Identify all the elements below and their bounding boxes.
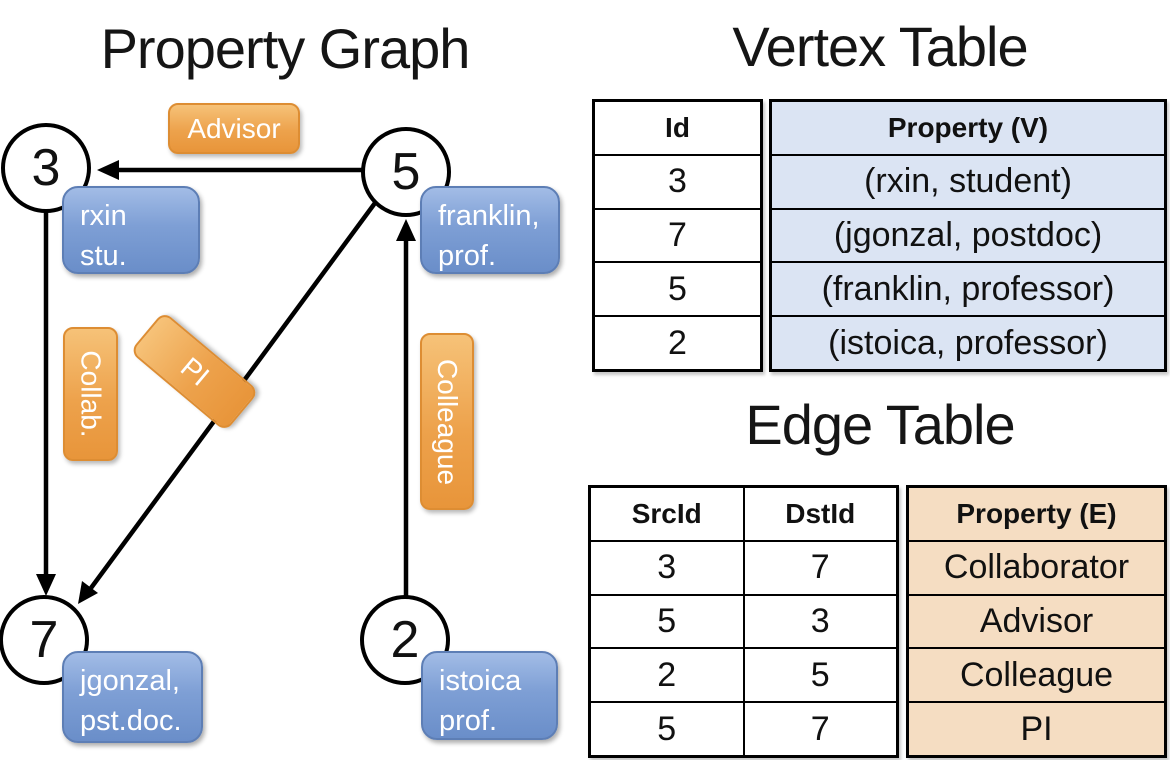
edge-5-3-arrowhead <box>97 160 119 180</box>
vertex-node-5-id: 5 <box>391 143 421 201</box>
vertex-property-box-2: istoica prof. <box>421 651 558 740</box>
vertex-table-id-column: Id 3 7 5 2 <box>592 99 763 372</box>
edge-table-srcid-column: SrcId 3 5 2 5 <box>591 488 745 755</box>
edge-table-dstid-cell: 7 <box>744 539 896 594</box>
vertex-table-property-cell: (franklin, professor) <box>772 261 1164 315</box>
edge-label-advisor-text: Advisor <box>187 112 281 144</box>
edge-table-dstid-cell: 7 <box>744 701 896 755</box>
edge-2-5-arrowhead <box>396 219 416 241</box>
edge-table-property-cell: Collaborator <box>909 539 1164 594</box>
vertex-node-7: 7 <box>0 595 89 685</box>
vertex-table-property-cell: (istoica, professor) <box>772 315 1164 369</box>
vertex-property-box-3: rxin stu. <box>62 186 200 274</box>
vertex-property-box-7-line2: pst.doc. <box>80 705 182 737</box>
vertex-node-3: 3 <box>1 123 91 213</box>
edge-label-pi: PI <box>129 311 260 432</box>
edge-label-collab-text: Collab. <box>75 350 107 438</box>
vertex-table-property-cell: (rxin, student) <box>772 153 1164 208</box>
edge-label-collab: Collab. <box>63 327 118 461</box>
edge-table-title: Edge Table <box>745 393 1015 456</box>
vertex-property-box-7-line1: jgonzal, <box>80 665 180 697</box>
property-graph-title: Property Graph <box>100 17 471 80</box>
vertex-table-property-cell: (jgonzal, postdoc) <box>772 207 1164 262</box>
edge-table-srcid-header: SrcId <box>631 497 702 529</box>
edge-table-property-header: Property (E) <box>956 497 1117 529</box>
vertex-table-id-header: Id <box>665 111 690 143</box>
edge-table-dstid-cell: 5 <box>744 647 896 701</box>
vertex-table-id-cell: 2 <box>595 315 760 369</box>
vertex-table-property-header: Property (V) <box>887 111 1049 143</box>
edge-3-7-arrowhead <box>36 574 56 596</box>
vertex-node-2-id: 2 <box>390 611 420 669</box>
edge-table-srcid-cell: 5 <box>591 701 743 755</box>
edge-5-7-arrowhead <box>78 581 98 604</box>
edge-table-property-cell: PI <box>909 701 1164 755</box>
edge-label-advisor: Advisor <box>168 103 300 154</box>
edge-table-srcid-cell: 2 <box>591 647 743 701</box>
vertex-property-box-5-line1: franklin, <box>438 200 540 232</box>
vertex-table-title: Vertex Table <box>732 15 1028 78</box>
vertex-node-7-id: 7 <box>29 611 59 669</box>
edge-table-property-cell: Colleague <box>909 647 1164 701</box>
vertex-property-box-2-line1: istoica <box>439 665 522 697</box>
edge-table-id-columns: SrcId 3 5 2 5 DstId 7 3 5 7 <box>588 485 899 758</box>
vertex-property-box-7: jgonzal, pst.doc. <box>62 651 203 743</box>
edge-table-srcid-cell: 5 <box>591 593 743 648</box>
edge-label-colleague-text: Colleague <box>432 358 464 485</box>
vertex-table-property-column: Property (V) (rxin, student) (jgonzal, p… <box>769 99 1167 372</box>
vertex-table-id-cell: 3 <box>595 153 760 208</box>
edge-label-pi-text: PI <box>174 350 215 392</box>
edge-table-dstid-header: DstId <box>785 497 856 529</box>
vertex-table-id-cell: 7 <box>595 207 760 262</box>
edge-table-property-column: Property (E) Collaborator Advisor Collea… <box>906 485 1167 758</box>
vertex-node-3-id: 3 <box>31 139 61 197</box>
vertex-property-box-5-line2: prof. <box>438 240 497 272</box>
vertex-property-box-3-line2: stu. <box>80 240 127 272</box>
vertex-property-box-3-line1: rxin <box>80 200 127 232</box>
edge-table-dstid-column: DstId 7 3 5 7 <box>744 488 896 755</box>
edge-table-property-cell: Advisor <box>909 593 1164 648</box>
edge-table-srcid-cell: 3 <box>591 539 743 594</box>
vertex-property-box-2-line2: prof. <box>439 705 498 737</box>
edge-label-colleague: Colleague <box>420 333 474 510</box>
vertex-table-id-cell: 5 <box>595 261 760 315</box>
edge-table-dstid-cell: 3 <box>744 593 896 648</box>
vertex-property-box-5: franklin, prof. <box>420 186 560 274</box>
